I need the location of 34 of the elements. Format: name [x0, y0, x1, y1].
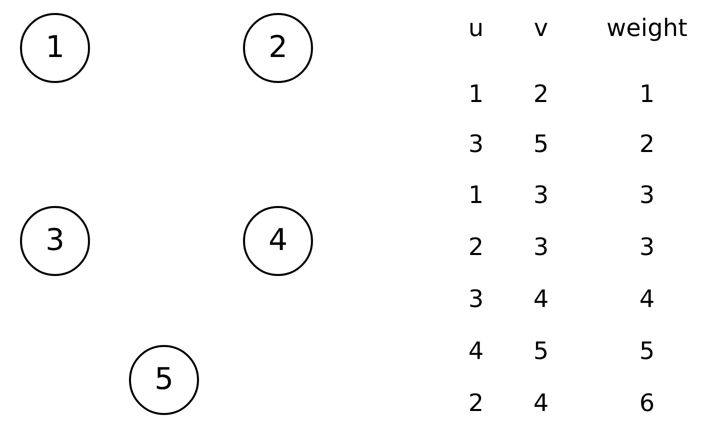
column-header: weight [606, 16, 688, 40]
node-circle [243, 13, 313, 83]
table-value: 3 [468, 132, 484, 156]
table-value: 2 [468, 235, 484, 259]
table-value: 3 [639, 183, 655, 207]
table-value: 4 [468, 339, 484, 363]
table-value: 1 [468, 183, 484, 207]
table-value: 5 [533, 339, 549, 363]
column-header: v [534, 16, 548, 40]
table-value: 2 [639, 132, 655, 156]
node-circle [129, 345, 199, 415]
table-value: 2 [468, 391, 484, 415]
node-circle [243, 206, 313, 276]
table-value: 3 [533, 183, 549, 207]
table-value: 6 [639, 391, 655, 415]
column-header: u [468, 16, 484, 40]
table-value: 5 [533, 132, 549, 156]
table-value: 3 [533, 235, 549, 259]
table-value: 4 [533, 391, 549, 415]
table-value: 3 [639, 235, 655, 259]
node-label: 2 [268, 33, 288, 63]
table-value: 1 [468, 82, 484, 106]
node-circle [20, 13, 90, 83]
table-value: 4 [639, 287, 655, 311]
table-value: 2 [533, 82, 549, 106]
node-circle [20, 206, 90, 276]
table-value: 4 [533, 287, 549, 311]
node-label: 5 [154, 365, 174, 395]
node-label: 3 [45, 226, 65, 256]
table-value: 3 [468, 287, 484, 311]
node-label: 4 [268, 226, 288, 256]
table-value: 5 [639, 339, 655, 363]
node-label: 1 [45, 33, 65, 63]
table-value: 1 [639, 82, 655, 106]
